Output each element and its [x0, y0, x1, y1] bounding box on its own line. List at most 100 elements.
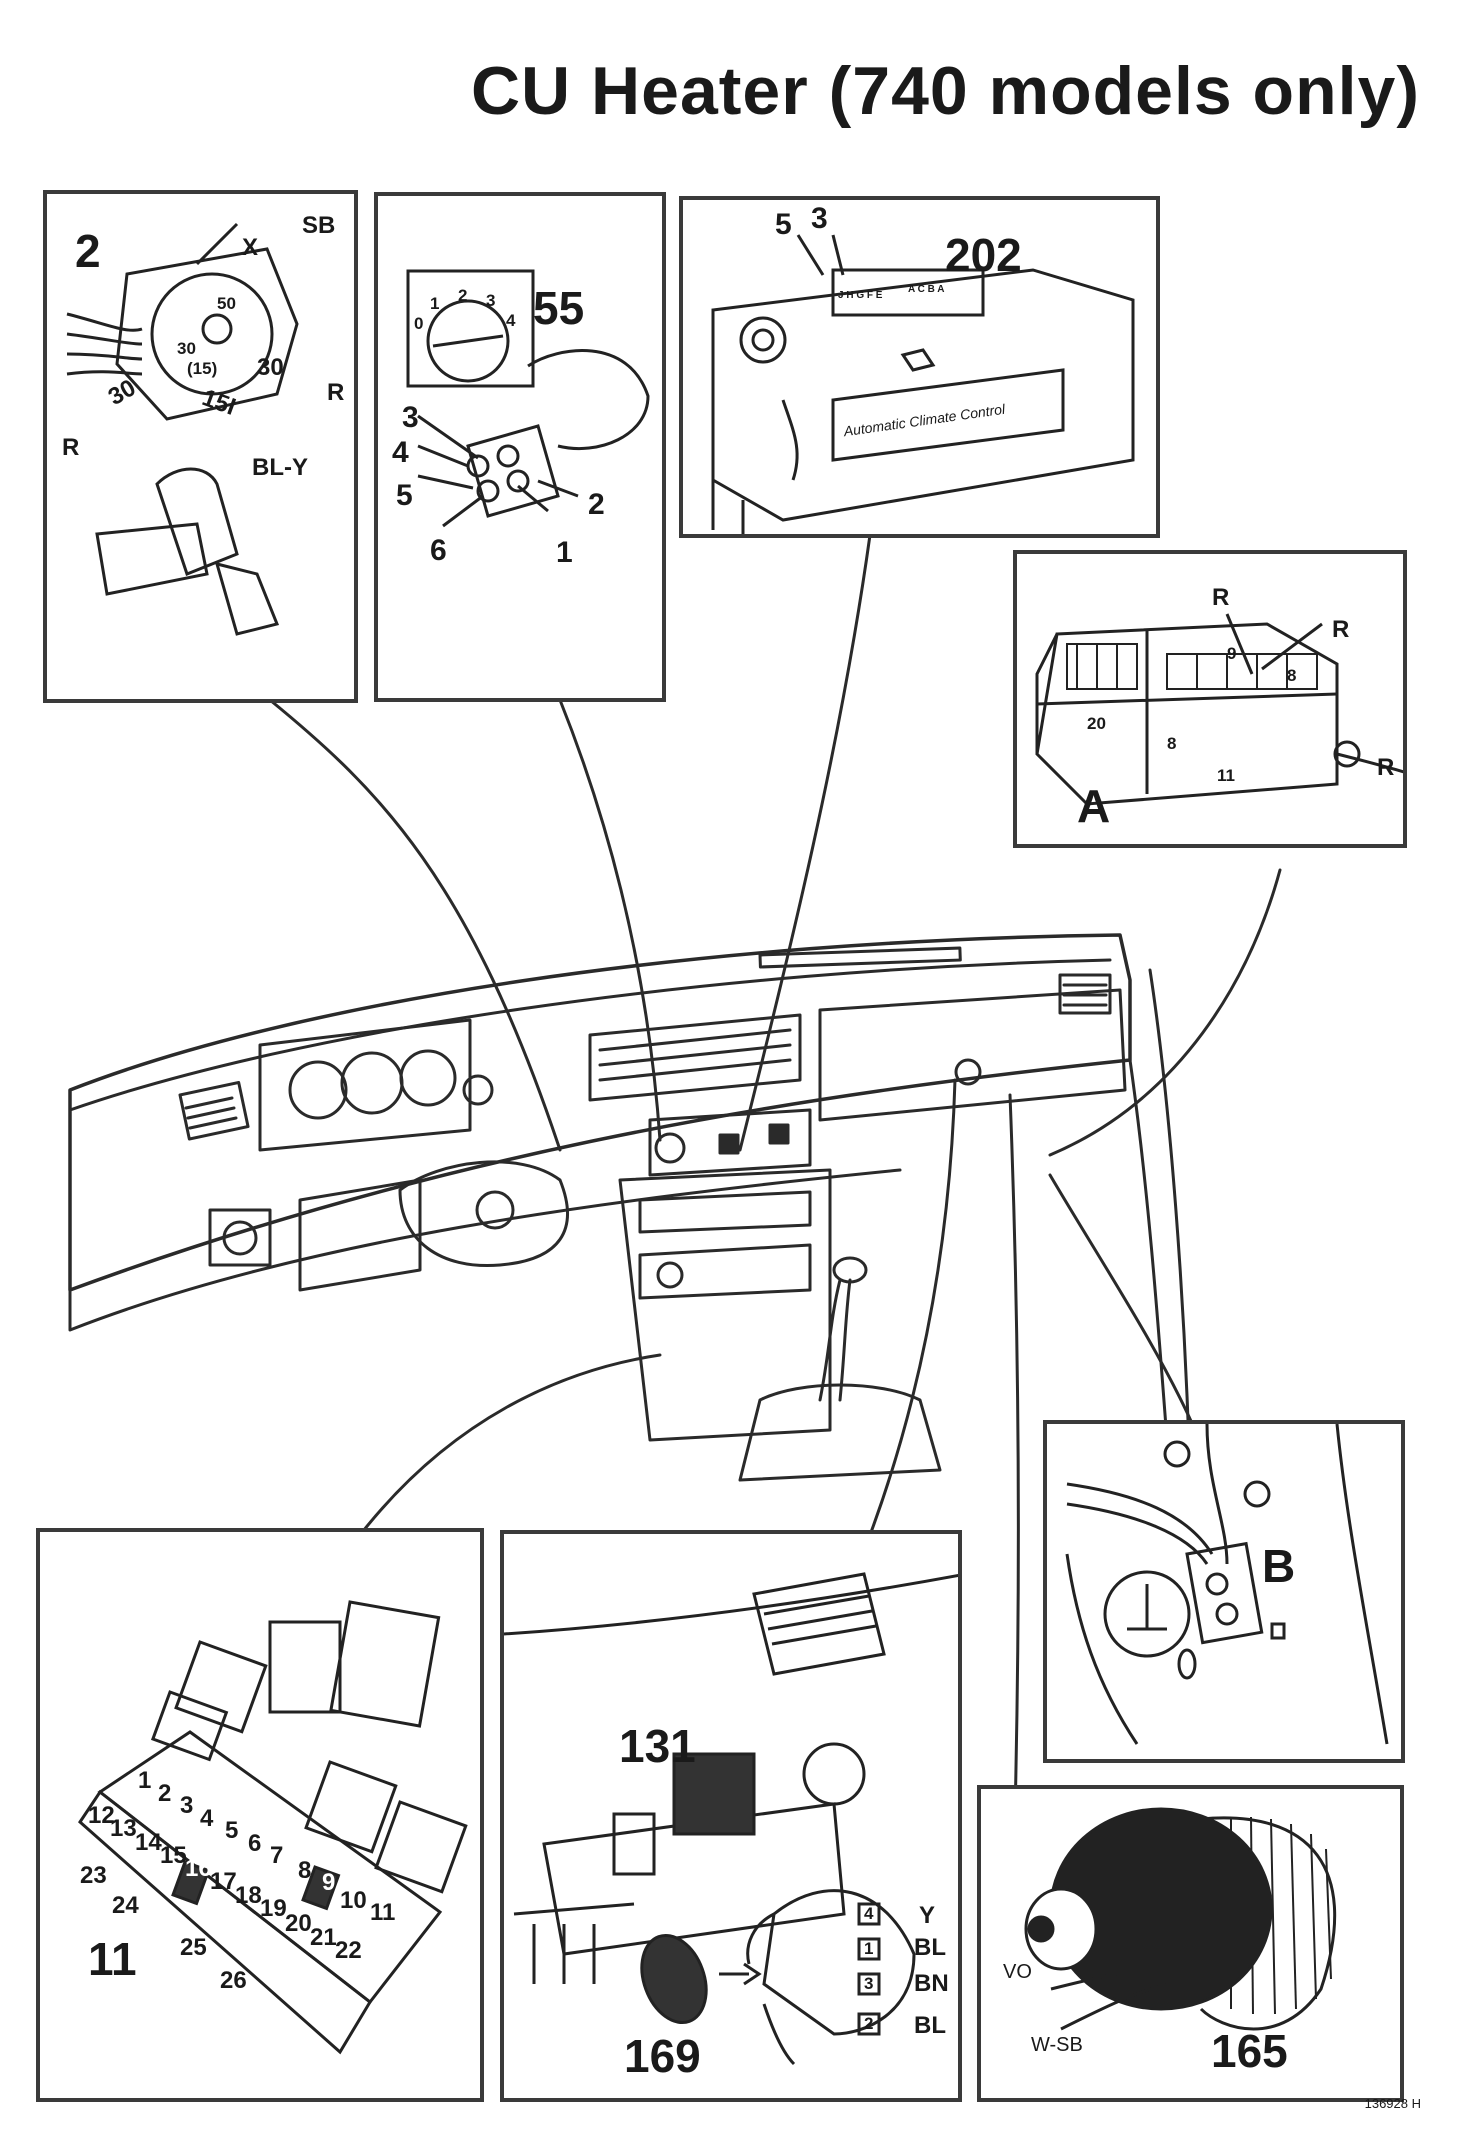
dial-tick-1: 1	[430, 294, 440, 313]
fuse-12: 12	[88, 1802, 115, 1829]
fuse-19: 19	[260, 1895, 287, 1922]
fuse-26: 26	[220, 1967, 247, 1994]
fuse-25: 25	[180, 1934, 207, 1961]
panel-blower-motor: VO W-SB 165	[977, 1785, 1404, 2102]
page-title: CU Heater (740 models only)	[470, 53, 1420, 129]
label-r-left: R	[62, 434, 80, 461]
resistor-drawing	[504, 1572, 958, 2066]
resistor-pin-2: 2	[864, 2014, 874, 2033]
ground-b-drawing	[1065, 1424, 1389, 1745]
fuse-14: 14	[135, 1829, 162, 1856]
pin-label-4: 4	[392, 436, 409, 469]
dial-tick-2: 2	[458, 286, 468, 305]
dial-tick-3: 3	[486, 291, 496, 310]
label-11: 11	[1217, 766, 1235, 785]
panel-ignition-switch: 2 SB X 50 (15) 30 30 R 30 15I R BL-Y	[43, 190, 358, 703]
leader-line-55	[558, 698, 662, 1142]
wire-color-y: Y	[919, 1902, 936, 1929]
label-r-right: R	[327, 379, 345, 406]
leader-line-B	[1048, 1173, 1197, 1432]
label-50: 50	[217, 294, 236, 313]
fuse-18: 18	[235, 1882, 262, 1909]
connector-a-drawing	[1035, 613, 1403, 806]
dial-tick-4: 4	[506, 311, 516, 330]
resistor-pin-3: 3	[864, 1974, 874, 1993]
panel-number-2: 2	[75, 225, 101, 277]
fuse-15: 15	[160, 1842, 187, 1869]
pin-label-3: 3	[811, 202, 828, 235]
fuse-20: 20	[285, 1910, 312, 1937]
component-number-169: 169	[624, 2030, 701, 2082]
label-x: X	[242, 234, 259, 261]
fuse-23: 23	[80, 1862, 107, 1889]
label-sb: SB	[302, 212, 336, 239]
panel-climate-control: 5 3 202 J H G F E A C B A Automatic Clim…	[679, 196, 1160, 538]
panel-letter-b: B	[1262, 1540, 1296, 1592]
fuse-21: 21	[310, 1924, 337, 1951]
fuse-4: 4	[200, 1805, 214, 1832]
fuse-16: 16	[185, 1855, 212, 1882]
leader-line-131	[868, 1078, 957, 1537]
wire-color-bl: BL	[914, 1934, 946, 1961]
fuse-1: 1	[138, 1767, 152, 1794]
leader-line-165	[1008, 1093, 1020, 1817]
climate-control-drawing	[711, 234, 1135, 534]
panel-resistor: 131 169 4 1 3 2 Y BL BN BL	[500, 1530, 962, 2102]
panel-fuse-box: 1 2 3 4 5 6 7 8 9 10 11 12 13 14 15 16 1…	[36, 1528, 484, 2102]
label-15-paren: (15)	[187, 359, 218, 378]
wire-color-bn: BN	[914, 1970, 949, 1997]
wire-color-bl-2: BL	[914, 2012, 946, 2039]
blower-motor-drawing	[1024, 1807, 1337, 2031]
label-bl-y: BL-Y	[252, 454, 308, 481]
label-30-inner: 30	[177, 339, 196, 358]
label-r-top: R	[1212, 584, 1230, 611]
connector-letters-right: A C B A	[908, 284, 945, 295]
fuse-11: 11	[370, 1899, 396, 1926]
fuse-6: 6	[248, 1830, 262, 1857]
label-r-right: R	[1332, 616, 1350, 643]
wire-label-w-sb: W-SB	[1031, 2034, 1083, 2056]
pin-label-5: 5	[775, 208, 792, 241]
fuse-7: 7	[270, 1842, 284, 1869]
connector-letters-left: J H G F E	[838, 290, 883, 301]
panel-ground-b: B	[1043, 1420, 1405, 1763]
fuse-box-drawing	[78, 1600, 468, 2055]
label-8-mid: 8	[1167, 734, 1177, 753]
fuse-5: 5	[225, 1817, 239, 1844]
panel-number-55: 55	[533, 282, 585, 334]
wire-label-vo: VO	[1003, 1961, 1032, 1983]
fuse-22: 22	[335, 1937, 362, 1964]
leader-line-A	[1048, 868, 1282, 1157]
panel-number-11: 11	[88, 1933, 137, 1985]
resistor-pin-4: 4	[864, 1904, 874, 1923]
label-r-wire: R	[1377, 754, 1395, 781]
panel-fan-switch: 55 0 1 2 3 4 3 4 5 6 1 2	[374, 192, 666, 702]
label-9: 9	[1227, 644, 1237, 663]
ignition-switch-drawing	[66, 222, 299, 636]
fuse-9: 9	[322, 1869, 336, 1896]
resistor-pin-1: 1	[864, 1939, 874, 1958]
leader-line-2	[268, 698, 562, 1152]
fuse-3: 3	[180, 1792, 194, 1819]
pin-label-5: 5	[396, 479, 413, 512]
fuse-10: 10	[340, 1887, 367, 1914]
panel-number-202: 202	[945, 229, 1022, 281]
leader-line-11	[358, 1353, 662, 1537]
label-8-top: 8	[1287, 666, 1297, 685]
fuse-8: 8	[298, 1857, 312, 1884]
figure-code: 136928 H	[1364, 2096, 1421, 2111]
fan-switch-drawing	[406, 269, 650, 528]
panel-connector-a: R R R 9 8 20 8 11 A	[1013, 550, 1407, 848]
pin-label-3: 3	[402, 401, 419, 434]
label-30-right: 30	[257, 354, 284, 381]
component-number-131: 131	[619, 1720, 696, 1772]
fuse-17: 17	[210, 1868, 237, 1895]
pin-label-1: 1	[556, 536, 573, 569]
pin-label-6: 6	[430, 534, 447, 567]
leader-line-202	[738, 533, 872, 1152]
fuse-24: 24	[112, 1892, 139, 1919]
label-20: 20	[1087, 714, 1106, 733]
component-number-165: 165	[1211, 2025, 1288, 2077]
dial-tick-0: 0	[414, 314, 424, 333]
